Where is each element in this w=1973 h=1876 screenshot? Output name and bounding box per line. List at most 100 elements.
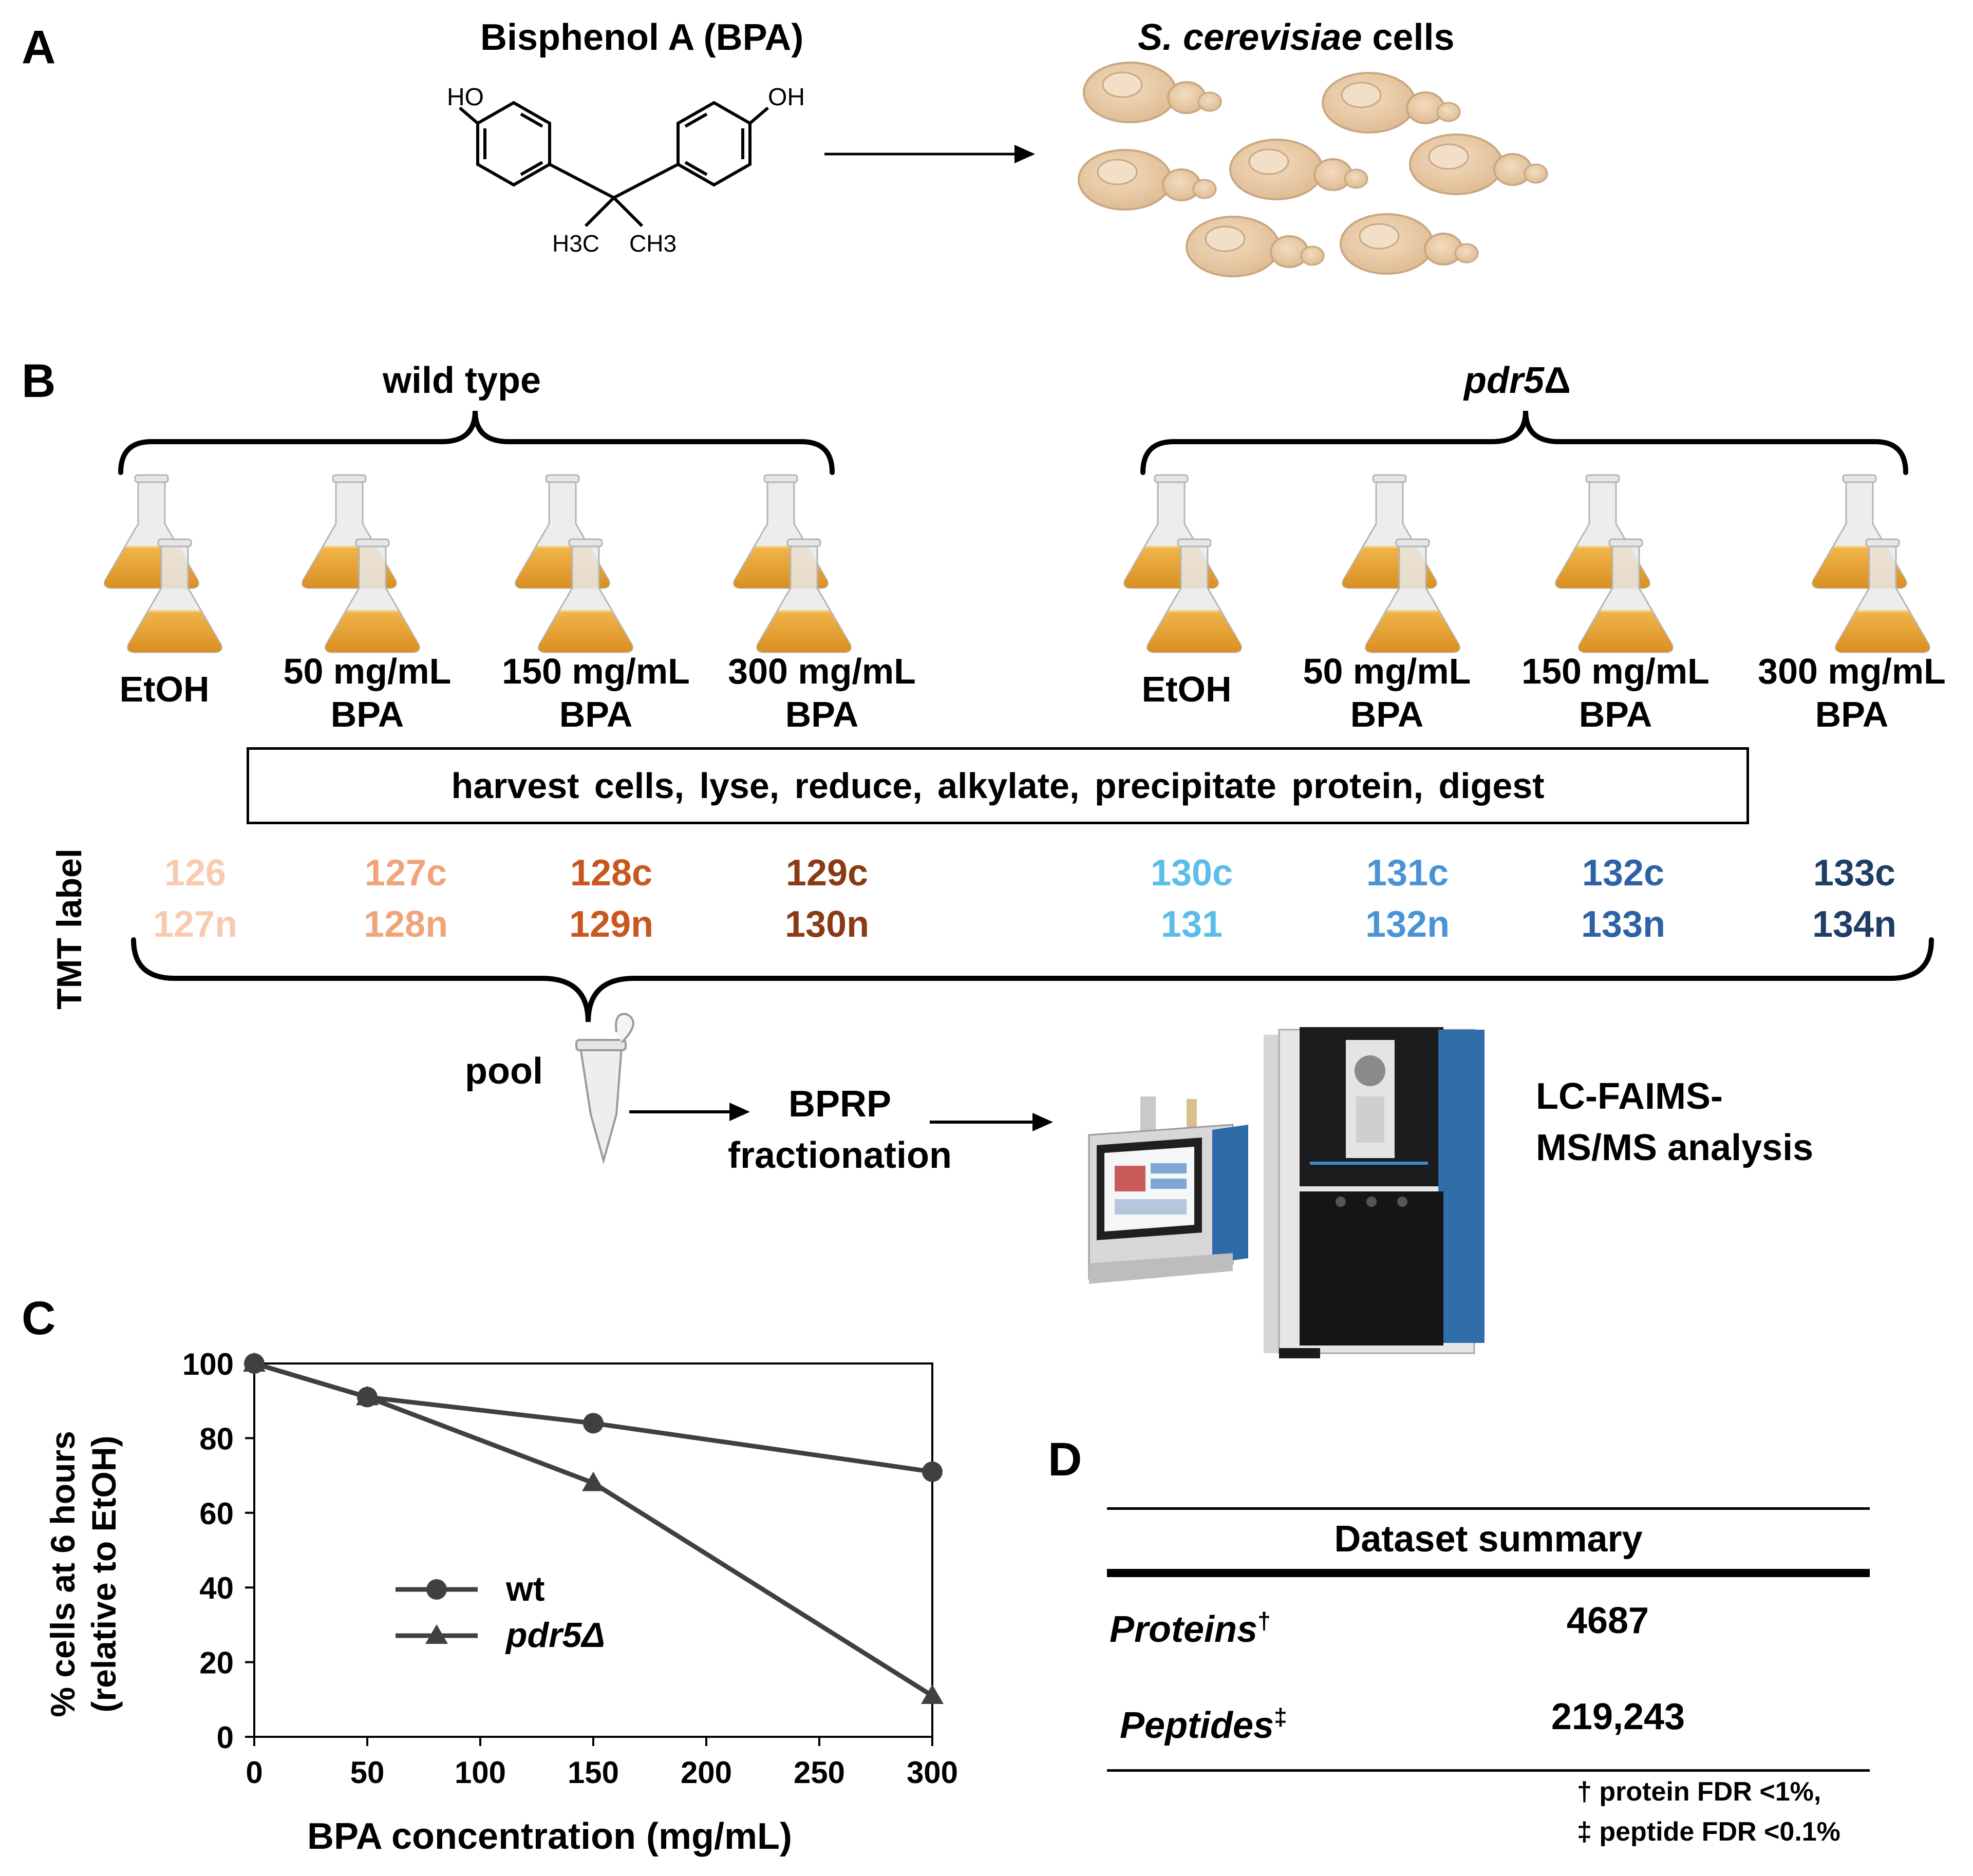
y-axis-label-line2: (relative to EtOH) xyxy=(85,1435,123,1712)
tmt-pair: 129c 130n xyxy=(750,847,904,950)
tmt-pair: 132c 133n xyxy=(1546,847,1700,950)
survival-line-chart: 0 20 40 60 80 100 0 50 100 150 200 250 300 wt pdr5Δ B… xyxy=(44,1347,958,1857)
row-value: 4687 xyxy=(1566,1600,1649,1641)
y-tick-label: 20 xyxy=(199,1646,234,1680)
condition-label: EtOH xyxy=(119,669,210,709)
tmt-pair: 126 127n xyxy=(118,847,272,950)
pdr5-gene: pdr5 xyxy=(1464,360,1545,401)
legend-label: pdr5Δ xyxy=(505,1616,605,1655)
tmt-pair: 127c 128n xyxy=(329,847,483,950)
x-tick-label: 250 xyxy=(794,1755,845,1790)
row-label: Proteins† xyxy=(1110,1607,1271,1650)
x-tick-label: 300 xyxy=(907,1755,958,1790)
panel-letter-d: D xyxy=(1048,1433,1082,1486)
legend-label: wt xyxy=(505,1569,545,1608)
table-row: Peptides‡ 219,243 xyxy=(1107,1673,1870,1769)
legend-marker xyxy=(426,1579,447,1600)
tube-icon xyxy=(575,1013,634,1165)
tmt-bottom: 133n xyxy=(1581,904,1666,945)
tmt-pair: 133c 134n xyxy=(1777,847,1931,950)
tmt-top: 131c xyxy=(1366,852,1449,894)
panel-letter-c: C xyxy=(22,1292,56,1344)
cells-title: S. cerevisiae cells xyxy=(1138,16,1455,59)
y-tick-label: 80 xyxy=(199,1422,234,1456)
tmt-bottom: 134n xyxy=(1812,904,1897,945)
cells-word: cells xyxy=(1372,17,1455,58)
table-title: Dataset summary xyxy=(1334,1519,1643,1560)
table-row: Proteins† 4687 xyxy=(1107,1577,1870,1673)
ms-instrument-icon xyxy=(1264,1027,1485,1358)
condition-label: EtOH xyxy=(1141,669,1232,709)
y-tick-label: 40 xyxy=(199,1571,234,1605)
x-tick-label: 150 xyxy=(568,1755,619,1790)
table-header-rule xyxy=(1107,1569,1870,1577)
row-label: Peptides‡ xyxy=(1120,1703,1287,1746)
row-value: 219,243 xyxy=(1551,1696,1685,1737)
data-point xyxy=(243,1352,266,1372)
workflow-text: harvest cells, lyse, reduce, alkylate, p… xyxy=(451,766,1545,806)
y-tick-label: 60 xyxy=(199,1496,234,1531)
bprp-line1: BPRP xyxy=(788,1084,892,1125)
panel-letter-b: B xyxy=(22,355,56,407)
bpa-structure: HO OH H3C CH3 xyxy=(447,84,805,257)
tmt-pair: 128c 129n xyxy=(534,847,688,950)
tmt-top: 129c xyxy=(785,852,869,894)
table-footnote: † protein FDR <1%, ‡ peptide FDR <0.1% xyxy=(1577,1772,1840,1852)
tmt-top: 126 xyxy=(164,852,227,894)
lcms-label: LC-FAIMS- MS/MS analysis xyxy=(1536,1071,1813,1173)
y-tick-label: 100 xyxy=(182,1347,234,1381)
tmt-bottom: 129n xyxy=(569,904,654,945)
pdr5-delta: Δ xyxy=(1544,360,1571,401)
panel-letter-a: A xyxy=(22,21,56,73)
lcms-line2: MS/MS analysis xyxy=(1536,1127,1814,1168)
legend-marker xyxy=(425,1624,448,1644)
workflow-box: harvest cells, lyse, reduce, alkylate, p… xyxy=(247,747,1749,824)
tmt-top: 128c xyxy=(570,852,653,894)
bpa-title: Bisphenol A (BPA) xyxy=(480,17,804,58)
data-point xyxy=(582,1471,605,1491)
bprp-label: BPRP fractionation xyxy=(717,1078,963,1181)
x-tick-label: 100 xyxy=(455,1755,506,1790)
tmt-bottom: 130n xyxy=(784,904,870,945)
x-axis-label: BPA concentration (mg/mL) xyxy=(307,1816,792,1857)
tmt-pair: 131c 132n xyxy=(1330,847,1485,950)
tmt-bottom: 128n xyxy=(363,904,448,945)
ch3-label: CH3 xyxy=(629,230,677,257)
x-tick-label: 50 xyxy=(350,1755,385,1790)
dataset-summary-table: Dataset summary Proteins† 4687 Peptides‡… xyxy=(1107,1507,1870,1772)
pdr5-label: pdr5Δ xyxy=(1464,359,1571,402)
data-point xyxy=(356,1386,379,1406)
x-tick-label: 0 xyxy=(246,1755,262,1790)
tmt-top: 127c xyxy=(364,852,447,894)
flasks-illustration xyxy=(0,462,1973,668)
table-top-rule xyxy=(1107,1507,1870,1510)
tmt-axis-label: TMT label xyxy=(50,848,89,1010)
tmt-top: 133c xyxy=(1813,852,1896,894)
y-tick-label: 0 xyxy=(217,1720,234,1755)
table-bottom-rule xyxy=(1107,1769,1870,1772)
tmt-bottom: 132n xyxy=(1365,904,1450,945)
lcms-line1: LC-FAIMS- xyxy=(1536,1076,1723,1117)
y-axis-label-line1: % cells at 6 hours xyxy=(44,1431,82,1717)
data-point xyxy=(921,1684,944,1704)
oh-label: OH xyxy=(768,84,805,111)
h3c-label: H3C xyxy=(552,230,599,257)
pool-label: pool xyxy=(465,1051,543,1092)
series-line-pdr5 xyxy=(253,1361,934,1698)
tmt-bottom: 127n xyxy=(153,904,238,945)
lc-instrument-icon xyxy=(1088,1096,1248,1284)
data-point xyxy=(922,1461,943,1482)
x-tick-label: 200 xyxy=(681,1755,732,1790)
tmt-top: 130c xyxy=(1150,852,1233,894)
ho-label: HO xyxy=(447,84,484,111)
tmt-top: 132c xyxy=(1582,852,1665,894)
arrow-to-lcms xyxy=(930,1113,1053,1131)
tmt-pair: 130c 131 xyxy=(1115,847,1269,950)
footnote-peptide: ‡ peptide FDR <0.1% xyxy=(1577,1817,1840,1847)
